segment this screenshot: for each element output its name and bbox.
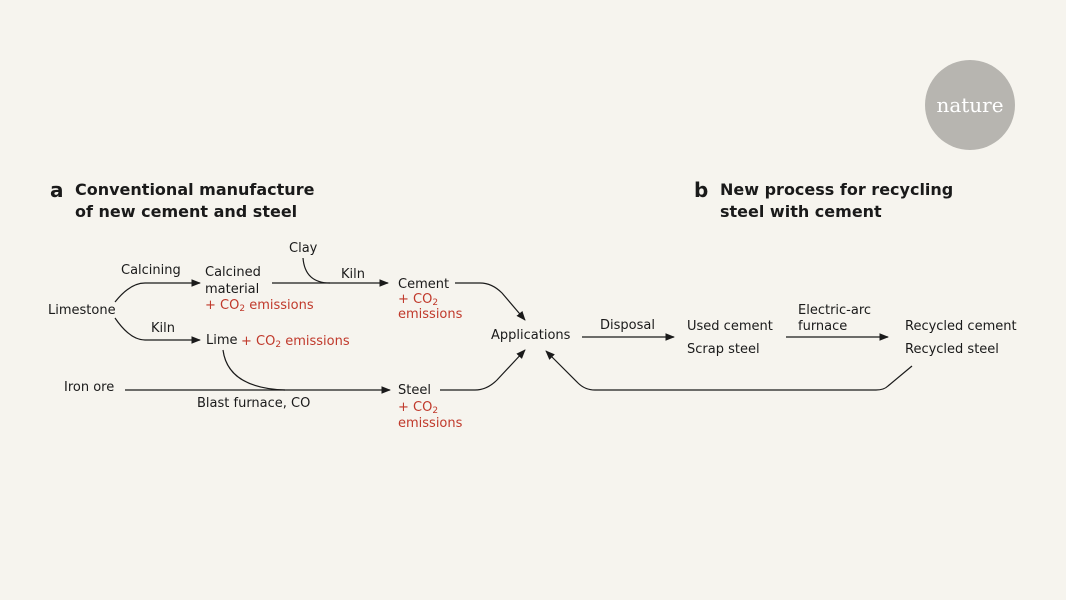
cement-emissions-co2: + CO2 (398, 292, 439, 308)
process-calcining: Calcining (121, 263, 181, 278)
process-electric-arc-line2: furnace (798, 319, 848, 334)
cement-emissions-word: emissions (398, 307, 463, 322)
node-steel: Steel (398, 383, 431, 398)
nature-logo: nature (925, 60, 1015, 150)
panel-a-letter: a (50, 178, 64, 202)
node-applications: Applications (491, 328, 571, 343)
arrow-limestone-lime (114, 317, 201, 344)
panel-b-letter: b (694, 178, 709, 202)
process-kiln-lime: Kiln (151, 321, 175, 336)
panel-b-title-line1: New process for recycling (720, 180, 954, 199)
node-limestone: Limestone (48, 303, 116, 318)
node-recycled-steel: Recycled steel (905, 342, 999, 357)
arrow-limestone-calcined (114, 279, 201, 303)
panel-a-title-line2: of new cement and steel (75, 202, 298, 221)
steel-emissions-co2: + CO2 (398, 400, 439, 416)
calcined-emissions: + CO2 emissions (205, 298, 314, 314)
process-disposal: Disposal (600, 318, 655, 333)
steel-emissions-word: emissions (398, 416, 463, 431)
node-recycled-cement: Recycled cement (905, 319, 1017, 334)
arrow-lime-blastfurnace (222, 349, 286, 391)
node-cement: Cement (398, 277, 450, 292)
node-calcined-line1: Calcined (205, 265, 261, 280)
lime-emissions: + CO2 emissions (241, 334, 350, 350)
arrow-cement-applications (455, 282, 526, 321)
panel-a-title-line1: Conventional manufacture (75, 180, 315, 199)
arrow-recycled-applications (545, 350, 913, 391)
node-iron-ore: Iron ore (64, 380, 115, 395)
arrow-clay-kiln (302, 257, 331, 284)
process-electric-arc-line1: Electric-arc (798, 303, 872, 318)
arrow-steel-applications (440, 349, 526, 391)
node-scrap-steel: Scrap steel (687, 342, 760, 357)
node-lime: Lime (206, 333, 238, 348)
panel-b-title-line2: steel with cement (720, 202, 882, 221)
node-calcined-line2: material (205, 282, 260, 297)
node-clay: Clay (289, 241, 318, 256)
process-blast-furnace: Blast furnace, CO (197, 396, 311, 411)
node-used-cement: Used cement (687, 319, 773, 334)
process-kiln-cement: Kiln (341, 267, 365, 282)
